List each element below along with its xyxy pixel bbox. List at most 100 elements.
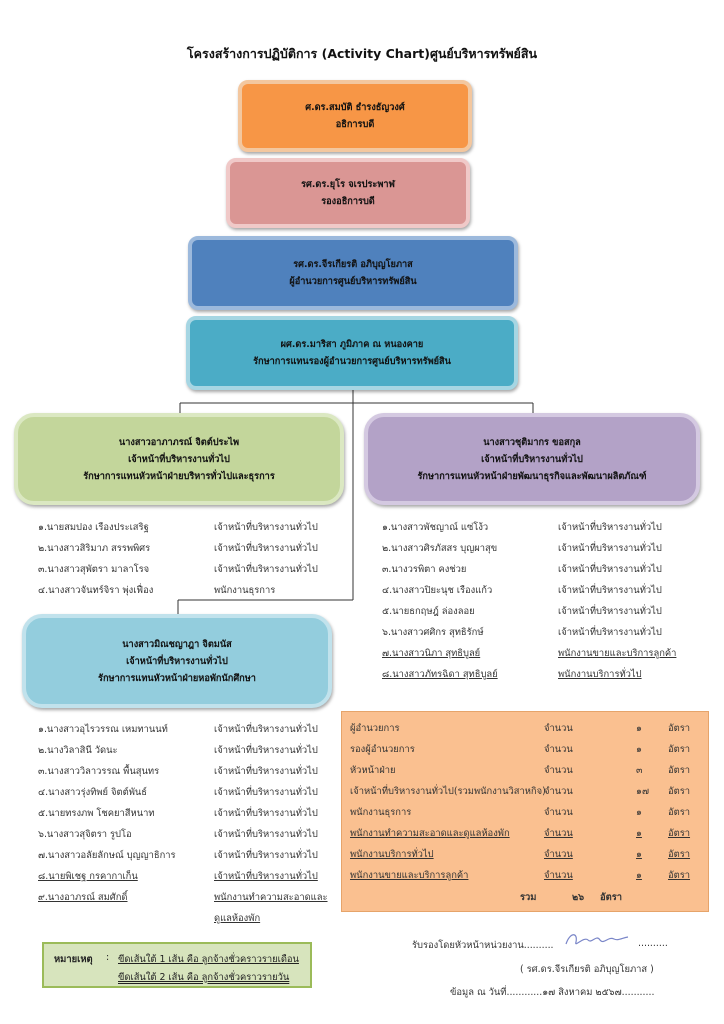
staff-position: เจ้าหน้าที่บริหารงานทั่วไป <box>214 564 318 575</box>
signature-mark <box>565 934 629 945</box>
remark-label: หมายเหตุ <box>54 954 93 965</box>
staff-position-continued: ดูแลห้องพัก <box>214 913 261 924</box>
staff-position: พนักงานธุรการ <box>214 585 276 596</box>
summary-rate: อัตรา <box>668 744 691 755</box>
summary-n: ๑ <box>636 849 642 860</box>
staff-position: เจ้าหน้าที่บริหารงานทั่วไป <box>214 766 318 777</box>
staff-position: เจ้าหน้าที่บริหารงานทั่วไป <box>558 564 662 575</box>
remark-note: หมายเหตุ : ขีดเส้นใต้ 1 เส้น คือ ลูกจ้าง… <box>42 942 312 988</box>
summary-label: ผู้อำนวยการ <box>350 723 400 734</box>
certifier-name: ( รศ.ดร.จีรเกียรติ อภิบุญโยภาส ) <box>520 964 654 975</box>
staff-name: ๘.นายพิเชฐ กรคากาเก็น <box>38 871 138 882</box>
staff-position: เจ้าหน้าที่บริหารงานทั่วไป <box>214 871 318 882</box>
deputy-director-role: รักษาการแทนรองผู้อำนวยการศูนย์บริหารทรัพ… <box>253 356 451 367</box>
summary-unit: จำนวน <box>544 744 573 755</box>
summary-rate: อัตรา <box>668 765 691 776</box>
box-dorm-head: นางสาวมิณชญาฎา จิตมนัส เจ้าหน้าที่บริหาร… <box>22 614 332 708</box>
staff-name: ๖.นางสาวสุจิตรา รูปโอ <box>38 829 132 840</box>
summary-row: เจ้าหน้าที่บริหารงานทั่วไป(รวมพนักงานวิส… <box>350 781 700 802</box>
admin-staff-list: ๑.นายสมปอง เรืองประเสริฐเจ้าหน้าที่บริหา… <box>38 517 338 601</box>
list-item: ๗.นางสาวอลัยลักษณ์ บุญญาธิการเจ้าหน้าที่… <box>38 845 338 866</box>
remark-line-single: ขีดเส้นใต้ 1 เส้น คือ ลูกจ้างชั่วคราวราย… <box>118 954 299 965</box>
staff-position: เจ้าหน้าที่บริหารงานทั่วไป <box>558 543 662 554</box>
data-date: ข้อมูล ณ วันที่............๑๗ สิงหาคม ๒๕… <box>450 987 655 998</box>
dorm-staff-list: ๑.นางสาวอุไรวรรณ เหมทานนท์เจ้าหน้าที่บริ… <box>38 719 338 929</box>
summary-row: พนักงานธุรการจำนวน๑อัตรา <box>350 802 700 823</box>
list-item: ๒.นางวิลาสินี วัดนะ เจ้าหน้าที่บริหารงานท… <box>38 740 338 761</box>
staff-position: เจ้าหน้าที่บริหารงานทั่วไป <box>558 606 662 617</box>
business-staff-list: ๑.นางสาวพัชญาณ์ แซ่โง้วเจ้าหน้าที่บริหาร… <box>382 517 712 685</box>
staff-name: ๓.นางสาววิลาวรรณ พื้นสุนทร <box>38 766 160 777</box>
president-name: ศ.ดร.สมบัติ ธํารงธัญวงศ์ <box>305 102 405 113</box>
box-director: รศ.ดร.จีรเกียรติ อภิบุญโยภาส ผู้อำนวยการ… <box>188 236 518 310</box>
list-item: ๔.นางสาวจันทร์จิรา พุ่งเฟื่อง พนักงานธุรก… <box>38 580 338 601</box>
box-admin-head: นางสาวอาภาภรณ์ จิตต์ประไพ เจ้าหน้าที่บริ… <box>14 413 344 505</box>
vice-president-role: รองอธิการบดี <box>321 196 375 207</box>
list-item: ๓.นางสาวสุพัตรา มาลาโรจเจ้าหน้าที่บริหาร… <box>38 559 338 580</box>
summary-label: หัวหน้าฝ่าย <box>350 765 396 776</box>
summary-row: หัวหน้าฝ่ายจำนวน๓อัตรา <box>350 760 700 781</box>
summary-label: เจ้าหน้าที่บริหารงานทั่วไป(รวมพนักงานวิส… <box>350 786 546 797</box>
summary-unit: จำนวน <box>544 807 573 818</box>
summary-unit: จำนวน <box>544 765 573 776</box>
list-item: ๑.นางสาวอุไรวรรณ เหมทานนท์เจ้าหน้าที่บริ… <box>38 719 338 740</box>
staff-name: ๒.นางสาวศิรภัสสร บุญผาสุข <box>382 543 498 554</box>
staff-name: ๔.นางสาวรุ่งทิพย์ จิตต์พันธ์ <box>38 787 148 798</box>
box-deputy-director: ผศ.ดร.มาริสา ภูมิภาค ณ หนองคาย รักษาการแ… <box>186 316 518 390</box>
list-item: ๒.นางสาวสิริมาภ สรรพพิศรเจ้าหน้าที่บริหา… <box>38 538 338 559</box>
summary-n: ๑ <box>636 744 642 755</box>
staff-position: เจ้าหน้าที่บริหารงานทั่วไป <box>558 522 662 533</box>
staff-position: เจ้าหน้าที่บริหารงานทั่วไป <box>214 745 318 756</box>
list-item: ๘.นายพิเชฐ กรคากาเก็น เจ้าหน้าที่บริหารงา… <box>38 866 338 887</box>
list-item: ๔.นางสาวปิยะนุช เรืองแก้ว เจ้าหน้าที่บริห… <box>382 580 712 601</box>
summary-row: ผู้อำนวยการจำนวน๑อัตรา <box>350 718 700 739</box>
summary-label: พนักงานขายและบริการลูกค้า <box>350 870 469 881</box>
page-title: โครงสร้างการปฏิบัติการ (Activity Chart)ศ… <box>186 46 538 61</box>
director-name: รศ.ดร.จีรเกียรติ อภิบุญโยภาส <box>293 259 413 270</box>
staff-name: ๓.นางวรพิตา คงช่วย <box>382 564 467 575</box>
staff-name: ๔.นางสาวปิยะนุช เรืองแก้ว <box>382 585 493 596</box>
list-item: ๓.นางวรพิตา คงช่วย เจ้าหน้าที่บริหารงานทั… <box>382 559 712 580</box>
staff-name: ๖.นางสาวศศิกร สุทธิรักษ์ <box>382 627 484 638</box>
president-role: อธิการบดี <box>335 119 375 130</box>
box-business-head: นางสาวชุติมากร ขอสกุล เจ้าหน้าที่บริหารง… <box>364 413 700 505</box>
list-item: ๔.นางสาวรุ่งทิพย์ จิตต์พันธ์เจ้าหน้าที่บ… <box>38 782 338 803</box>
admin-head-role: รักษาการแทนหัวหน้าฝ่ายบริหารทั่วไปและธุร… <box>83 470 275 482</box>
list-item: ๕.นายธกฤษฎ์ ล่องลอย เจ้าหน้าที่บริหารงานท… <box>382 601 712 622</box>
remark-line-double: ขีดเส้นใต้ 2 เส้น คือ ลูกจ้างชั่วคราวราย… <box>118 972 290 983</box>
summary-label: พนักงานทำความสะอาดและดูแลห้องพัก <box>350 828 510 839</box>
summary-row: พนักงานขายและบริการลูกค้าจำนวน๑อัตรา <box>350 865 700 886</box>
staff-name: ๑.นายสมปอง เรืองประเสริฐ <box>38 522 149 533</box>
list-item: ๑.นายสมปอง เรืองประเสริฐเจ้าหน้าที่บริหา… <box>38 517 338 538</box>
staff-name: ๕.นายทรงภพ โชคยาสีหนาท <box>38 808 155 819</box>
staff-name: ๗.นางสาวนิภา สุทธิบูลย์ <box>382 648 481 659</box>
summary-label: พนักงานบริการทั่วไป <box>350 849 434 860</box>
staff-position: เจ้าหน้าที่บริหารงานทั่วไป <box>558 585 662 596</box>
certify-text: รับรองโดยหัวหน้าหน่วยงาน.......... <box>412 940 554 951</box>
staff-name: ๔.นางสาวจันทร์จิรา พุ่งเฟื่อง <box>38 585 154 596</box>
remark-colon: : <box>106 952 110 963</box>
summary-total-rate: อัตรา <box>600 892 623 903</box>
summary-n: ๑๗ <box>636 786 650 797</box>
staff-name: ๒.นางวิลาสินี วัดนะ <box>38 745 118 756</box>
list-item: ๑.นางสาวพัชญาณ์ แซ่โง้ว เจ้าหน้าที่บริหาร… <box>382 517 712 538</box>
staff-position: พนักงานขายและบริการลูกค้า <box>558 648 677 659</box>
summary-n: ๑ <box>636 723 642 734</box>
admin-head-position: เจ้าหน้าที่บริหารงานทั่วไป <box>128 453 230 465</box>
vice-president-name: รศ.ดร.ยุโร จเรประพาฬ <box>301 179 395 190</box>
summary-total-count: ๒๖ <box>572 892 585 903</box>
dorm-head-name: นางสาวมิณชญาฎา จิตมนัส <box>122 638 232 650</box>
summary-unit: จำนวน <box>544 723 573 734</box>
summary-unit: จำนวน <box>544 828 573 839</box>
certify-dots: .......... <box>638 938 668 949</box>
list-item: ๖.นางสาวสุจิตรา รูปโอเจ้าหน้าที่บริหารงา… <box>38 824 338 845</box>
staff-name: ๕.นายธกฤษฎ์ ล่องลอย <box>382 606 475 617</box>
staff-name: ๑.นางสาวพัชญาณ์ แซ่โง้ว <box>382 522 489 533</box>
staff-name: ๙.นางอาภรณ์ สมศักดิ์ <box>38 892 128 903</box>
staff-position: เจ้าหน้าที่บริหารงานทั่วไป <box>214 808 318 819</box>
business-head-name: นางสาวชุติมากร ขอสกุล <box>483 436 581 448</box>
director-role: ผู้อำนวยการศูนย์บริหารทรัพย์สิน <box>289 276 417 287</box>
summary-row: พนักงานทำความสะอาดและดูแลห้องพักจำนวน๑อั… <box>350 823 700 844</box>
summary-rows: ผู้อำนวยการจำนวน๑อัตรารองผู้อำนวยการจำนว… <box>350 718 700 886</box>
